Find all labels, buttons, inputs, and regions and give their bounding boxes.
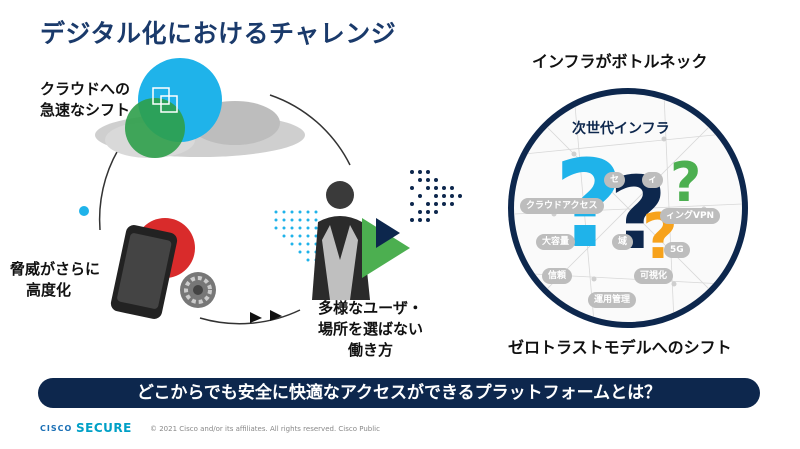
challenge-cycle-graphic bbox=[79, 58, 462, 325]
person-photo bbox=[312, 181, 370, 300]
users-label: 多様なユーザ・ 場所を選ばない 働き方 bbox=[318, 298, 423, 361]
globe-pill: 運用管理 bbox=[588, 292, 637, 308]
globe-pill: 5G bbox=[664, 242, 690, 258]
cloud-label-line-1: クラウドへの bbox=[40, 80, 131, 98]
cloud-green-circle bbox=[125, 98, 185, 158]
halftone-dots bbox=[274, 210, 318, 262]
globe-pill: セ bbox=[604, 172, 626, 188]
infra-bottleneck-label: インフラがボトルネック bbox=[532, 52, 708, 71]
cycle-arc bbox=[269, 94, 351, 166]
globe-pill: ィ bbox=[642, 172, 664, 188]
accent-dot bbox=[79, 206, 89, 216]
infra-globe: ? ? ? ? セ ィ クラウドアクセス ィングVPN 大容量 域 5G 信頼 … bbox=[508, 88, 748, 328]
question-banner: どこからでも安全に快適なアクセスができるプラットフォームとは？ bbox=[38, 378, 760, 408]
next-gen-infra-label: 次世代インフラ bbox=[572, 121, 670, 137]
cycle-arc bbox=[199, 309, 301, 325]
cloud-label-line-2: 急速なシフト bbox=[40, 101, 131, 119]
threat-label-line-2: 高度化 bbox=[26, 281, 72, 299]
globe-pill: 大容量 bbox=[536, 234, 576, 250]
question-mark-green-icon: ? bbox=[670, 151, 702, 214]
cycle-arrow-icon bbox=[270, 310, 282, 321]
globe-pill: 域 bbox=[612, 234, 634, 250]
play-triangle-navy bbox=[376, 218, 400, 248]
globe-pill: ィングVPN bbox=[660, 208, 721, 224]
cycle-arc bbox=[98, 149, 119, 231]
zero-trust-label: ゼロトラストモデルへのシフト bbox=[508, 338, 732, 357]
secure-brand: SECURE bbox=[76, 421, 132, 435]
play-triangle-green bbox=[362, 218, 410, 278]
cycle-arrow-icon bbox=[250, 312, 262, 323]
threat-label-line-1: 脅威がさらに bbox=[10, 260, 101, 278]
globe-pill: 信頼 bbox=[542, 268, 573, 284]
copyright-text: © 2021 Cisco and/or its affiliates. All … bbox=[150, 425, 380, 433]
cloud-label: クラウドへの 急速なシフト bbox=[40, 79, 130, 121]
slide-title: デジタル化におけるチャレンジ bbox=[40, 19, 397, 48]
arrow-dots-icon bbox=[410, 170, 462, 222]
globe-pill: クラウドアクセス bbox=[520, 198, 604, 214]
users-label-line-2: 場所を選ばない bbox=[318, 320, 424, 338]
globe-pill: 可視化 bbox=[634, 268, 674, 284]
users-label-line-3: 働き方 bbox=[348, 341, 394, 359]
users-label-line-1: 多様なユーザ・ bbox=[318, 299, 423, 317]
threat-label: 脅威がさらに 高度化 bbox=[10, 259, 100, 301]
cisco-logo: CISCO bbox=[40, 424, 73, 433]
